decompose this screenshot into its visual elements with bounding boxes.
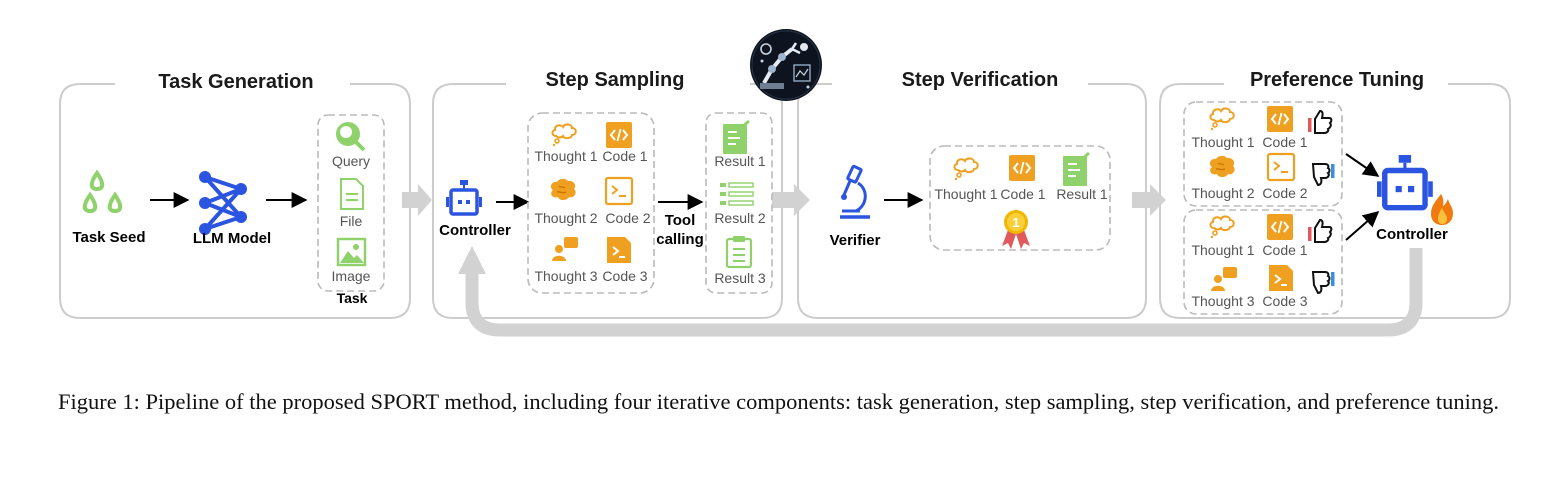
- panel-title-preference-tuning: Preference Tuning: [1250, 69, 1424, 91]
- tuned-controller-robot-icon: [1377, 155, 1433, 208]
- pref-thought-bubble-icon-1: [1209, 107, 1235, 132]
- drops-icon: [82, 169, 123, 214]
- network-icon: [199, 171, 247, 235]
- pref-code2-label: Code 2: [1262, 185, 1307, 201]
- sampling-thought1-label: Thought 1: [534, 148, 597, 164]
- llm-model-label: LLM Model: [193, 230, 271, 247]
- sampling-thought3-label: Thought 3: [534, 268, 597, 284]
- pref-thought3-label: Thought 3: [1191, 293, 1254, 309]
- sampling-code3-label: Code 3: [602, 268, 647, 284]
- controller-robot-icon: [444, 178, 484, 216]
- brain-icon: [550, 178, 577, 201]
- microscope-icon: [840, 164, 870, 219]
- sport-pipeline-diagram: Task Generation Step Sampling Step Verif…: [59, 29, 1511, 337]
- tool-label: Tool: [665, 212, 696, 229]
- feedback-loop-arrow: [465, 248, 1423, 337]
- verify-thought-bubble-icon: [953, 157, 979, 182]
- task-label: Task: [337, 290, 368, 306]
- script-icon: [606, 236, 632, 264]
- pref-thought1a-label: Thought 1: [1191, 134, 1254, 150]
- preference-box-1: [1183, 101, 1343, 207]
- medal-number: 1: [1012, 215, 1019, 230]
- pref-code3-label: Code 3: [1262, 293, 1307, 309]
- results-dashed-box: [705, 112, 773, 294]
- pref-terminal-icon: [1266, 152, 1296, 182]
- pref-code-icon-2: [1266, 213, 1294, 241]
- task-seed-label: Task Seed: [72, 229, 145, 246]
- terminal-icon: [604, 176, 634, 206]
- result2-label: Result 2: [714, 210, 766, 226]
- panel-title-step-sampling: Step Sampling: [546, 69, 685, 91]
- doc-edit-icon: [721, 119, 751, 156]
- robot-arm-badge-icon: [750, 29, 822, 101]
- file-label: File: [340, 213, 363, 229]
- result1-label: Result 1: [714, 153, 766, 169]
- block-arrow-1: [402, 184, 432, 216]
- people-icon: [552, 237, 578, 261]
- pref-code-icon-1: [1266, 105, 1294, 133]
- arrow-pref2-to-controller: [1345, 210, 1380, 241]
- verify-result1-label: Result 1: [1056, 186, 1108, 202]
- sampling-thought2-label: Thought 2: [534, 210, 597, 226]
- thumbs-down-icon: [1312, 163, 1336, 186]
- verify-thought1-label: Thought 1: [934, 186, 997, 202]
- figure-caption: Figure 1: Pipeline of the proposed SPORT…: [58, 389, 1500, 414]
- medal-icon: 1: [1002, 210, 1030, 249]
- panel-frame-task-generation: [59, 83, 411, 319]
- tuned-controller-label: Controller: [1376, 226, 1448, 243]
- block-arrow-2: [772, 184, 810, 216]
- verify-code-icon: [1008, 154, 1036, 182]
- list-icon: [719, 182, 754, 206]
- panel-title-step-verification: Step Verification: [902, 69, 1059, 91]
- verify-code1-label: Code 1: [1000, 186, 1045, 202]
- verify-doc-edit-icon: [1061, 151, 1091, 188]
- pref-thought-bubble-icon-2: [1209, 215, 1235, 240]
- result3-label: Result 3: [714, 270, 766, 286]
- controller-label: Controller: [439, 222, 511, 239]
- clipboard-icon: [725, 234, 753, 269]
- verified-step-dashed-box: [929, 145, 1111, 251]
- thumbs-down-icon-2: [1312, 271, 1336, 294]
- preference-box-2: [1183, 209, 1343, 315]
- query-label: Query: [332, 153, 370, 169]
- image-label: Image: [332, 268, 371, 284]
- pref-script-icon: [1268, 264, 1294, 292]
- block-arrow-3: [1132, 184, 1166, 216]
- search-icon: [336, 122, 366, 152]
- arrow-pref1-to-controller: [1345, 153, 1380, 177]
- calling-label: calling: [656, 231, 704, 248]
- task-dashed-box: [317, 114, 385, 292]
- pref-thought2-label: Thought 2: [1191, 185, 1254, 201]
- panel-frame-preference-tuning: [1159, 83, 1511, 319]
- pref-people-icon: [1211, 267, 1237, 291]
- panel-title-task-generation: Task Generation: [158, 71, 313, 93]
- feedback-loop-arrowhead: [458, 246, 486, 274]
- samples-dashed-box: [527, 112, 655, 294]
- pref-brain-icon: [1209, 155, 1236, 178]
- thumbs-up-icon: [1307, 110, 1333, 134]
- thought-bubble-icon: [551, 123, 577, 148]
- sampling-code1-label: Code 1: [602, 148, 647, 164]
- thumbs-up-icon-2: [1307, 219, 1333, 243]
- sampling-code2-label: Code 2: [605, 210, 650, 226]
- flame-icon: [1431, 194, 1453, 225]
- pref-code1a-label: Code 1: [1262, 134, 1307, 150]
- verifier-label: Verifier: [830, 232, 881, 249]
- file-icon: [340, 178, 364, 210]
- pref-thought1b-label: Thought 1: [1191, 242, 1254, 258]
- image-icon: [336, 237, 367, 267]
- code-icon: [605, 121, 633, 149]
- pref-code1b-label: Code 1: [1262, 242, 1307, 258]
